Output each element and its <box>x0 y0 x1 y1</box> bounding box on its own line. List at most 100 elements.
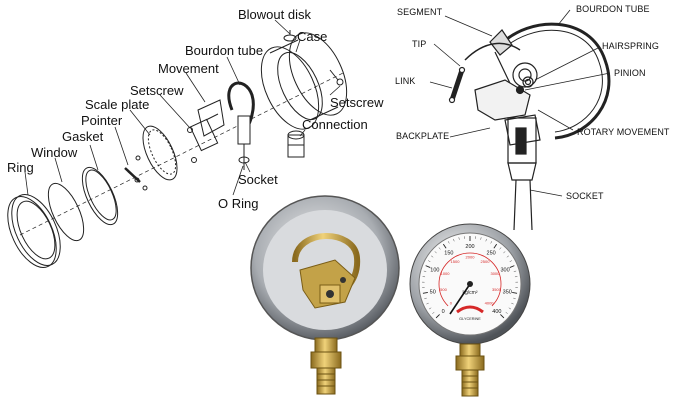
bourdon-tube-arc <box>498 22 611 140</box>
label-movement: Movement <box>158 61 219 76</box>
dial-inner-label: 3500 <box>492 287 502 292</box>
dial-outer-label: 250 <box>487 250 496 256</box>
dial-inner-label: 1500 <box>451 259 461 264</box>
socket-part <box>507 117 537 231</box>
label-gasket: Gasket <box>62 129 104 144</box>
label-socket-mech: SOCKET <box>566 191 604 201</box>
dial-logo-icon <box>456 305 484 314</box>
dial-tick <box>426 302 429 305</box>
label-rotary-movement: ROTARY MOVEMENT <box>577 127 670 137</box>
photo-open-gauge <box>250 195 400 395</box>
dial-inner-label: 3000 <box>490 271 500 276</box>
label-tip: TIP <box>412 39 427 49</box>
label-window: Window <box>31 145 78 160</box>
label-backplate: BACKPLATE <box>396 131 450 141</box>
label-connection: Connection <box>302 117 368 132</box>
ring-part <box>7 194 61 268</box>
dial-tick <box>485 238 487 242</box>
dial-tick <box>434 251 437 254</box>
dial-tick <box>425 265 431 268</box>
link-part <box>448 66 466 104</box>
label-o-ring: O Ring <box>218 196 259 211</box>
dial-inner-arc <box>438 252 502 307</box>
dial-tick <box>480 237 482 240</box>
dial-tick <box>508 307 512 310</box>
blowout-disk-part <box>283 30 297 42</box>
dial-outer-label: 300 <box>501 267 510 273</box>
dial-tick <box>453 238 455 242</box>
dial-outer-label: 400 <box>492 309 501 315</box>
dial-outer-label: 350 <box>503 289 512 295</box>
label-pointer: Pointer <box>81 113 123 128</box>
label-link: LINK <box>395 76 416 86</box>
dial-tick <box>503 251 506 254</box>
setscrew-right-part <box>329 69 344 86</box>
dial-tick <box>493 243 498 249</box>
pointer-part <box>124 167 141 183</box>
dial-inner-label: 500 <box>440 287 447 292</box>
dial-tick <box>499 247 502 250</box>
label-hairspring: HAIRSPRING <box>602 41 660 51</box>
dial-tick <box>422 291 428 294</box>
label-scale-plate: Scale plate <box>85 97 150 112</box>
segment-part <box>464 42 521 61</box>
scale-plate-part <box>142 125 178 181</box>
tip-part <box>489 29 513 56</box>
dial-tick <box>505 312 508 314</box>
dial-tick <box>509 265 515 268</box>
dial-tick <box>500 314 505 319</box>
exploded-view-drawing <box>7 19 348 268</box>
dial-outer-label: 0 <box>442 309 445 315</box>
label-setscrew-left: Setscrew <box>130 83 184 98</box>
mechanism-drawing <box>429 9 611 231</box>
dial-tick <box>435 314 440 319</box>
label-segment: SEGMENT <box>397 7 443 17</box>
dial-tick <box>442 243 447 249</box>
dial-outer-label: 50 <box>430 289 436 295</box>
movement-part <box>189 99 225 152</box>
dial-needle <box>449 283 471 315</box>
label-pinion: PINION <box>614 68 646 78</box>
dial-outer-label: 150 <box>444 250 453 256</box>
label-socket: Socket <box>238 172 278 187</box>
dial-tick <box>513 270 517 272</box>
dial-inner-label: 4000 <box>485 301 495 306</box>
pinion-part <box>515 85 525 95</box>
dial-inner-scale: 0 500 1000 1500 2000 2500 3000 3500 4000 <box>438 252 502 307</box>
dial-tick <box>431 255 434 258</box>
dial-tick <box>458 237 460 240</box>
dial-tick <box>448 241 450 244</box>
dial-outer-scale: 0 50 100 150 200 250 300 350 400 <box>430 244 512 315</box>
dial-tick <box>506 255 509 258</box>
bourdon-tube-part <box>227 81 255 170</box>
dial-inner-label: 0 <box>450 301 453 306</box>
dial-inner-label: 1000 <box>441 271 451 276</box>
dial-outer-label: 200 <box>465 244 474 250</box>
label-ring: Ring <box>7 160 34 175</box>
dial-inner-label: 2500 <box>481 259 491 264</box>
label-case: Case <box>297 29 328 44</box>
case-part <box>260 32 348 130</box>
dial-tick <box>432 312 435 314</box>
dial-tick <box>512 291 518 294</box>
connection-part <box>287 130 305 158</box>
dial-ticks <box>422 236 518 319</box>
dial-tick <box>428 307 432 310</box>
dial-tick <box>423 270 427 272</box>
gasket-part <box>81 166 119 226</box>
window-part <box>47 182 85 242</box>
o-ring-part <box>238 156 250 164</box>
photo-gauge-face: 0 50 100 150 200 250 300 350 400 0 500 1000 1500 200… <box>409 223 531 397</box>
dial-outer-label: 100 <box>430 267 439 273</box>
dial-unit: kg/cm² <box>463 290 478 296</box>
dial-tick <box>509 260 512 262</box>
label-setscrew-right: Setscrew <box>330 95 384 110</box>
dial-inner-label: 2000 <box>466 255 476 260</box>
label-bourdon-tube-mech: BOURDON TUBE <box>576 4 650 14</box>
dial-tick <box>438 247 441 250</box>
label-blowout-disk: Blowout disk <box>238 7 311 22</box>
dial-tick <box>424 297 427 300</box>
dial-tick <box>490 241 492 244</box>
hairspring-part <box>522 76 534 88</box>
